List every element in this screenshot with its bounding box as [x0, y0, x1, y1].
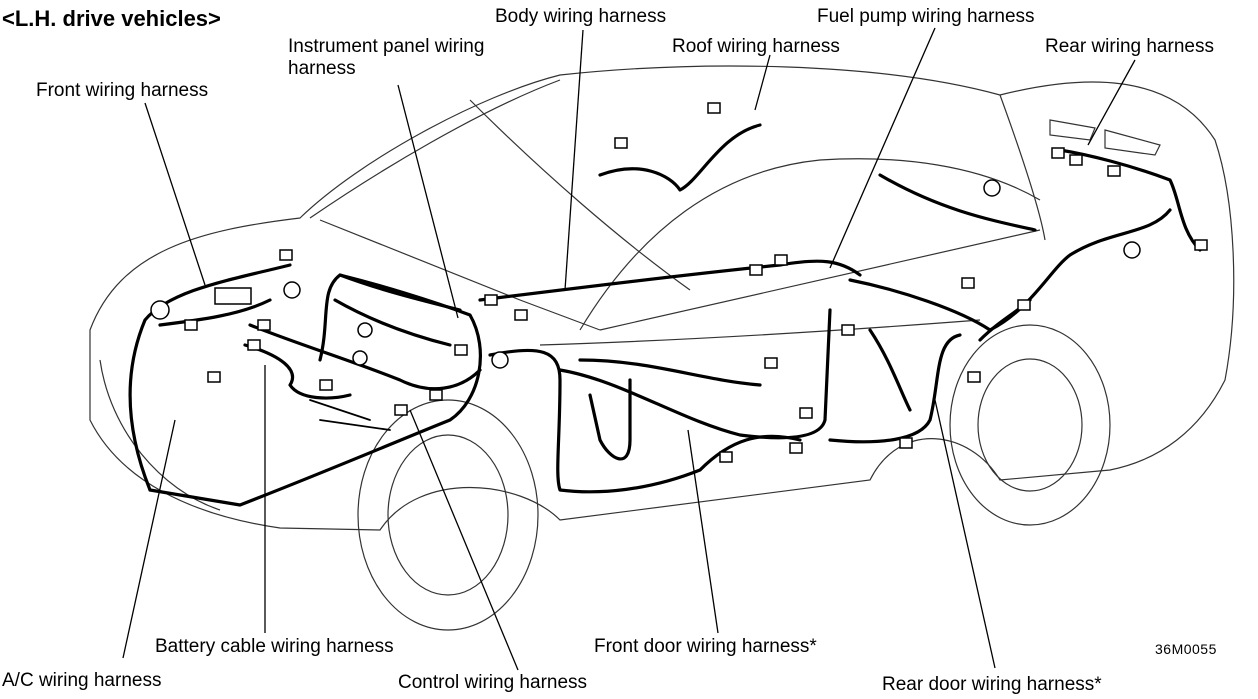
- figure-code: 36M0055: [1155, 641, 1217, 657]
- label-front-wiring-harness: Front wiring harness: [36, 80, 209, 101]
- label-rear-door-wiring-harness: Rear door wiring harness*: [882, 674, 1102, 695]
- front-wheel: [357, 399, 539, 631]
- label-roof-wiring-harness: Roof wiring harness: [672, 36, 840, 57]
- label-fuel-pump-wiring-harness: Fuel pump wiring harness: [817, 6, 1035, 27]
- label-ac-wiring-harness: A/C wiring harness: [2, 670, 162, 691]
- rear-wheel: [949, 324, 1111, 526]
- harness-wires: [128, 123, 1202, 507]
- label-control-wiring-harness: Control wiring harness: [398, 672, 588, 693]
- label-rear-wiring-harness: Rear wiring harness: [1045, 36, 1214, 57]
- label-instrument-panel-harness-line2: harness: [288, 58, 356, 79]
- car-outline: [89, 65, 1235, 631]
- label-body-wiring-harness: Body wiring harness: [495, 6, 667, 27]
- label-battery-cable-wiring-harness: Battery cable wiring harness: [155, 636, 394, 657]
- leader-lines: [122, 27, 1136, 671]
- label-instrument-panel-harness-line1: Instrument panel wiring: [288, 36, 485, 57]
- page-title: <L.H. drive vehicles>: [2, 6, 221, 31]
- label-front-door-wiring-harness: Front door wiring harness*: [594, 636, 817, 657]
- connectors: [150, 102, 1208, 463]
